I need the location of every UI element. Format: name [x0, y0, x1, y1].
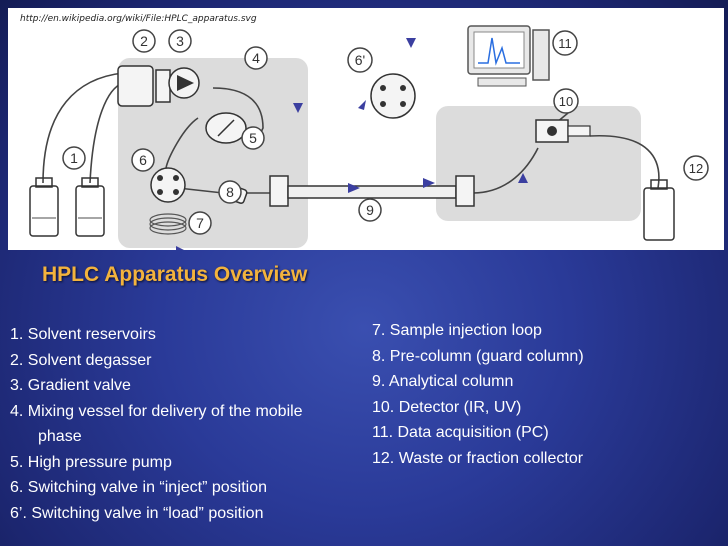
detector-icon: [535, 119, 591, 143]
callout-2: 2: [132, 29, 156, 53]
callout-6-prime: 6': [347, 47, 373, 73]
degasser-block: [117, 65, 171, 107]
list-item: 7. Sample injection loop: [372, 322, 542, 339]
svg-text:8: 8: [226, 184, 234, 200]
svg-text:4: 4: [252, 50, 260, 66]
svg-text:6: 6: [139, 152, 147, 168]
svg-text:3: 3: [176, 33, 184, 49]
svg-text:12: 12: [689, 161, 703, 176]
svg-text:6': 6': [355, 52, 365, 68]
list-item: 1. Solvent reservoirs: [10, 326, 156, 343]
callout-12: 12: [683, 155, 709, 181]
callout-7: 7: [188, 211, 212, 235]
analytical-column-icon: [269, 175, 475, 207]
callout-3: 3: [168, 29, 192, 53]
callouts: 1 2 3 4 5 6 6' 7 8 9 10 11 12: [62, 29, 709, 235]
switching-valve-inject-icon: [150, 167, 186, 203]
callout-4: 4: [244, 46, 268, 70]
callout-9: 9: [358, 198, 382, 222]
switching-valve-load-icon: [370, 73, 416, 119]
list-item: 6’. Switching valve in “load” position: [10, 504, 264, 522]
list-item: 2. Solvent degasser: [10, 351, 152, 369]
list-item: 10. Detector (IR, UV): [372, 398, 522, 416]
callout-6: 6: [131, 148, 155, 172]
svg-text:11: 11: [558, 36, 572, 51]
high-pressure-pump-icon: [168, 67, 200, 99]
list-item: 5. High pressure pump: [10, 453, 172, 471]
callout-8: 8: [218, 180, 242, 204]
list-item-continuation: phase: [38, 428, 82, 445]
hplc-apparatus-diagram: 1 2 3 4 5 6 6' 7 8 9 10 11 12: [8, 8, 724, 250]
svg-text:5: 5: [249, 130, 257, 146]
svg-text:1: 1: [70, 150, 78, 166]
slide-title: HPLC Apparatus Overview: [42, 263, 308, 286]
list-item: 6. Switching valve in “inject” position: [10, 479, 268, 496]
callout-11: 11: [552, 30, 578, 56]
list-item: 8. Pre-column (guard column): [372, 347, 584, 365]
callout-10: 10: [553, 88, 579, 114]
callout-1: 1: [62, 146, 86, 170]
svg-text:2: 2: [140, 33, 148, 49]
component-list-right: 7. Sample injection loop 8. Pre-column (…: [372, 318, 584, 471]
computer-icon: [467, 25, 550, 87]
svg-text:10: 10: [559, 94, 573, 109]
list-item: 4. Mixing vessel for delivery of the mob…: [10, 402, 303, 420]
callout-5: 5: [241, 126, 265, 150]
list-item: 12. Waste or fraction collector: [372, 449, 584, 467]
list-item: 9. Analytical column: [372, 373, 514, 390]
svg-text:9: 9: [366, 202, 374, 218]
sample-loop-coil: [149, 213, 187, 235]
list-item: 11. Data acquisition (PC): [372, 424, 549, 441]
flow-arrows: [176, 38, 528, 250]
mixing-vessel-icon: [205, 112, 247, 144]
waste-bottle-icon: [643, 179, 675, 241]
solvent-reservoirs: [29, 177, 105, 237]
svg-text:7: 7: [196, 215, 204, 231]
diagram-svg: 1 2 3 4 5 6 6' 7 8 9 10 11 12: [29, 25, 709, 250]
source-url: http://en.wikipedia.org/wiki/File:HPLC_a…: [20, 14, 257, 24]
component-list-left: 1. Solvent reservoirs 2. Solvent degasse…: [10, 322, 303, 526]
list-item: 3. Gradient valve: [10, 377, 131, 394]
